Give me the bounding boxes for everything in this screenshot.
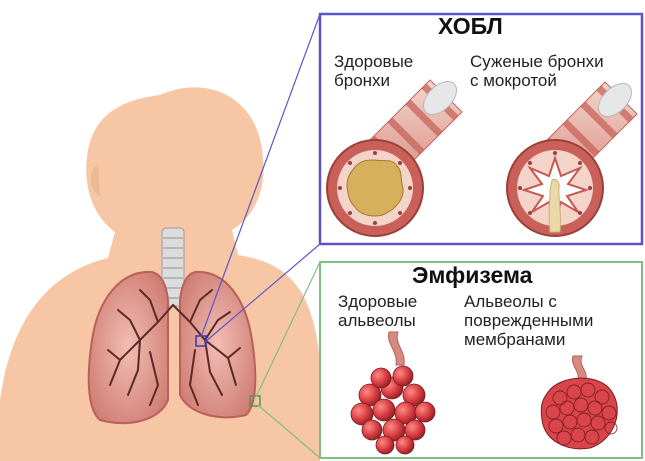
mucus: [549, 179, 560, 232]
copd-title: ХОБЛ: [438, 13, 503, 40]
copd-panel: [320, 14, 642, 244]
narrowed-bronchi-label: Суженые бронхи с мокротой: [470, 52, 604, 90]
healthy-bronchi-label: Здоровые бронхи: [334, 52, 413, 90]
healthy-alveoli-label: Здоровые альвеолы: [338, 292, 417, 330]
damaged-alveoli-label: Альвеолы с поврежденными мембранами: [464, 292, 593, 349]
emphysema-title: Эмфизема: [412, 262, 532, 289]
healthy-lumen: [347, 160, 403, 216]
